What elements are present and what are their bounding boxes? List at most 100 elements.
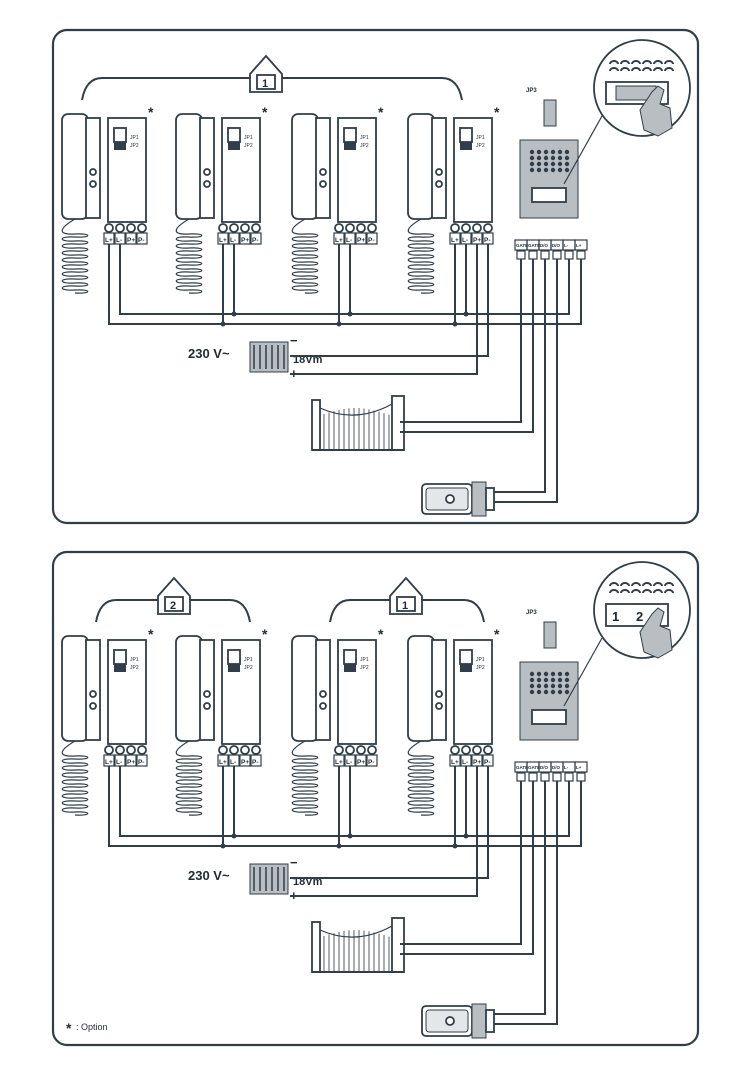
footnote-star: *	[66, 1020, 72, 1036]
handset-base	[199, 639, 215, 741]
handset-button-icon	[89, 702, 97, 710]
speaker-hole	[536, 683, 542, 689]
terminal-screw-icon	[450, 745, 460, 755]
apartment-group-bracket: 1	[81, 54, 463, 101]
bus-wire-lminus	[119, 244, 570, 315]
lock-cylinder-icon	[445, 494, 455, 504]
speaker-hole-detail	[609, 582, 619, 587]
jumper-block	[543, 99, 557, 127]
speaker-hole	[557, 155, 563, 161]
diagram2-group: JP1JP2*L+L-P+P-JP1JP2*L+L-P+P-JP1JP2*L+L…	[61, 561, 691, 1039]
speaker-hole	[529, 167, 535, 173]
handset-receiver	[61, 635, 89, 742]
lock-wire-2	[494, 259, 558, 503]
jp3-label: JP3	[526, 88, 537, 94]
terminal-label: P-	[252, 237, 259, 244]
jumper-block	[543, 621, 557, 649]
terminal-label: L+	[219, 237, 227, 244]
lock-wire-2	[494, 781, 558, 1025]
jumper-label-jp2: JP2	[244, 665, 253, 671]
speaker-hole	[543, 677, 549, 683]
handset-receiver	[291, 635, 319, 742]
terminal-screw-icon	[229, 223, 239, 233]
lock-cylinder-icon	[445, 1016, 455, 1026]
speaker-hole	[529, 671, 535, 677]
speaker-hole-detail	[642, 60, 652, 65]
speaker-hole	[550, 149, 556, 155]
terminal-screw-icon	[137, 223, 147, 233]
jumper-label-jp2: JP2	[244, 143, 253, 149]
handset-receiver	[175, 113, 203, 220]
jumper-label-jp2: JP2	[360, 143, 369, 149]
speaker-hole	[536, 161, 542, 167]
speaker-hole	[529, 683, 535, 689]
wire-junction	[452, 321, 458, 327]
house-number: 2	[170, 600, 176, 612]
option-asterisk: *	[148, 104, 154, 120]
terminal-screw-icon	[356, 223, 366, 233]
unit-switch	[343, 127, 357, 143]
speaker-hole-detail	[609, 60, 619, 65]
plate-terminal-label: GATE	[528, 765, 540, 770]
wire-junction	[220, 843, 226, 849]
coiled-cord-icon	[175, 218, 203, 294]
terminal-label: L-	[462, 237, 468, 244]
supply-input-label: 230 V~	[188, 868, 230, 883]
jumper-label-jp2: JP2	[130, 143, 139, 149]
terminal-label: P-	[368, 237, 375, 244]
diagram1-group: JP1JP2*L+L-P+P-JP1JP2*L+L-P+P-JP1JP2*L+L…	[61, 39, 691, 517]
terminal-screw-icon	[115, 745, 125, 755]
speaker-hole	[557, 689, 563, 695]
terminal-slot	[239, 754, 251, 767]
gate-wire-2	[400, 259, 534, 433]
speaker-hole-detail	[653, 582, 663, 587]
terminal-label: P+	[241, 759, 249, 766]
terminal-screw-icon	[483, 745, 493, 755]
unit-switch-dark	[344, 664, 356, 672]
handset-receiver	[291, 113, 319, 220]
gate-top-rail	[319, 925, 393, 938]
option-asterisk: *	[262, 626, 268, 642]
terminal-label: P-	[252, 759, 259, 766]
speaker-hole-detail	[631, 589, 641, 594]
unit-switch	[459, 649, 473, 665]
terminal-slot	[125, 232, 137, 245]
terminal-label: P-	[138, 237, 145, 244]
lock-strike	[471, 481, 487, 517]
speaker-hole	[564, 671, 570, 677]
plate-terminal-slot	[574, 761, 588, 773]
terminal-screw-icon	[367, 223, 377, 233]
option-asterisk: *	[148, 626, 154, 642]
speaker-hole	[529, 155, 535, 161]
speaker-hole	[543, 683, 549, 689]
option-asterisk: *	[378, 104, 384, 120]
house-number: 1	[402, 600, 408, 612]
terminal-screw-icon	[115, 223, 125, 233]
plate-terminal-label: D/O	[552, 765, 561, 770]
coiled-cord-icon	[407, 218, 435, 294]
handset-button-icon	[435, 690, 443, 698]
terminal-screw-icon	[472, 745, 482, 755]
house-number-box	[396, 596, 416, 612]
unit-switch	[113, 127, 127, 143]
bus-wire-lplus	[108, 244, 582, 325]
wire-junction	[231, 833, 237, 839]
handset-button-icon	[203, 180, 211, 188]
option-asterisk: *	[494, 104, 500, 120]
supply-input-label: 230 V~	[188, 346, 230, 361]
terminal-label: L-	[230, 237, 236, 244]
jumper-label-jp1: JP1	[476, 135, 485, 141]
button-number-2: 2	[636, 609, 643, 624]
electric-lock	[421, 1003, 495, 1039]
psu-wire-minus	[290, 244, 489, 357]
speaker-hole	[557, 161, 563, 167]
speaker-hole	[564, 677, 570, 683]
speaker-hole-detail	[653, 60, 663, 65]
name-tag	[531, 709, 567, 725]
speaker-hole-detail	[620, 60, 630, 65]
